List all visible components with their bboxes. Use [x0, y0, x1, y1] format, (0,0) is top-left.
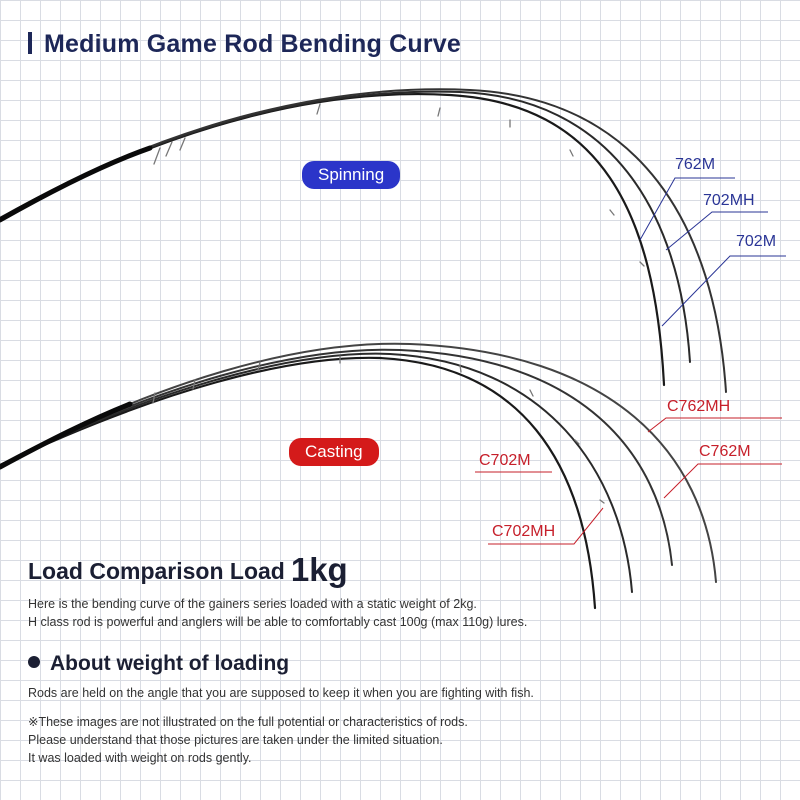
rod-label-702m: 702M — [736, 233, 777, 250]
load-description-2: H class rod is powerful and anglers will… — [28, 615, 528, 629]
rod-label-c702mh: C702MH — [492, 523, 556, 540]
note-line-1: ※These images are not illustrated on the… — [28, 715, 468, 729]
note-line-3: It was loaded with weight on rods gently… — [28, 751, 252, 765]
rod-label-c762mh: C762MH — [667, 398, 731, 415]
page-title: Medium Game Rod Bending Curve — [28, 30, 461, 59]
spinning-leaders — [639, 177, 786, 327]
casting-leaders — [475, 417, 782, 545]
rod-butt-casting — [0, 401, 133, 470]
rod-curve-c762m — [0, 348, 673, 566]
rod-label-c762m: C762M — [699, 443, 751, 460]
rod-label-762m: 762M — [675, 156, 716, 173]
rod-curve-702m — [0, 88, 727, 393]
rod-curve-702mh — [0, 90, 691, 363]
page-title-text: Medium Game Rod Bending Curve — [44, 30, 461, 58]
title-bar — [28, 32, 32, 54]
rod-label-702mh: 702MH — [703, 192, 755, 209]
rod-curve-762m — [0, 92, 666, 387]
load-heading-text: Load Comparison Load — [28, 558, 285, 584]
spinning-badge: Spinning — [302, 161, 401, 189]
rod-curve-c702mh — [0, 352, 633, 593]
casting-guides — [152, 355, 605, 504]
load-description-1: Here is the bending curve of the gainers… — [28, 597, 477, 611]
about-heading: About weight of loading — [28, 652, 289, 676]
bullet-icon — [28, 656, 40, 668]
leader-702mh — [665, 211, 768, 251]
leader-c762m — [663, 463, 782, 499]
leader-702m — [661, 255, 786, 327]
spinning-guides — [153, 103, 645, 267]
about-description: Rods are held on the angle that you are … — [28, 686, 534, 700]
note-line-2: Please understand that those pictures ar… — [28, 733, 443, 747]
casting-badge: Casting — [289, 438, 379, 466]
rod-curve-c762mh — [0, 342, 717, 583]
leader-c762mh — [647, 417, 782, 433]
rod-butt-spinning — [0, 145, 153, 223]
rod-curve-c702m — [0, 356, 597, 610]
leader-c702mh — [488, 507, 604, 545]
rod-label-c702m: C702M — [479, 452, 531, 469]
casting-curves — [0, 342, 717, 610]
about-heading-text: About weight of loading — [50, 652, 290, 675]
leader-762m — [639, 177, 735, 241]
spinning-curves — [0, 88, 727, 393]
load-value: 1kg — [290, 551, 348, 588]
